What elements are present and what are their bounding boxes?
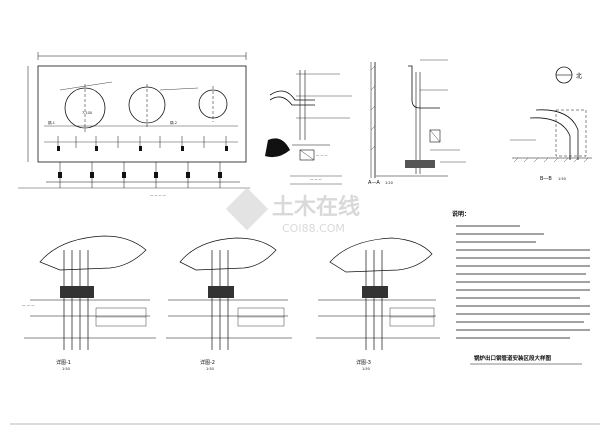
svg-text:— — —: — — — — [316, 153, 328, 157]
watermark-main: 土木在线 — [272, 194, 360, 220]
watermark-sub: COI88.COM — [282, 222, 345, 235]
detail-plan-1: — — — 详图-1 1:50 — [22, 235, 156, 371]
plan-1-label: 详图-1 — [56, 359, 71, 366]
detail-plan-3: 详图-3 1:50 — [316, 237, 440, 371]
detail-plan-2: 详图-2 1:50 — [166, 237, 292, 371]
plan-2-scale: 1:50 — [206, 367, 214, 371]
watermark: 土木在线 COI88.COM — [225, 187, 360, 235]
svg-text:— — —: — — — — [310, 177, 322, 181]
north-arrow-icon: 北 — [555, 66, 582, 84]
plan-1-scale: 1:50 — [62, 367, 70, 371]
top-plan-view: 7.100 锅-1 锅-2 — — — — — [18, 52, 250, 197]
top-plan-left-tag: 锅-1 — [48, 120, 55, 125]
north-label: 北 — [576, 72, 582, 80]
top-plan-right-tag: 锅-2 — [170, 120, 177, 125]
notes-block: 说明： 锅炉出口钢管道安装区段大样图 — [452, 210, 590, 365]
notes-heading: 说明： — [452, 210, 470, 218]
svg-text:— — —: — — — — [22, 303, 35, 307]
section-a-a: A—A 1:20 — [368, 59, 466, 186]
section-aa-scale: 1:20 — [385, 181, 393, 185]
section-bb-label: B—B — [540, 176, 552, 182]
section-b-b: B—B 1:50 — [510, 109, 592, 182]
plan-3-scale: 1:50 — [362, 367, 370, 371]
title-block: 锅炉出口钢管道安装区段大样图 — [474, 354, 552, 362]
plan-3-label: 详图-3 — [356, 359, 371, 366]
section-bb-scale: 1:50 — [558, 177, 566, 181]
plan-2-label: 详图-2 — [200, 359, 215, 366]
svg-text:— — — —: — — — — — [150, 193, 167, 197]
section-aa-label: A—A — [368, 180, 380, 186]
top-plan-elevation: 7.100 — [82, 111, 92, 115]
pipe-detail-view: — — — — — — — [265, 70, 352, 185]
